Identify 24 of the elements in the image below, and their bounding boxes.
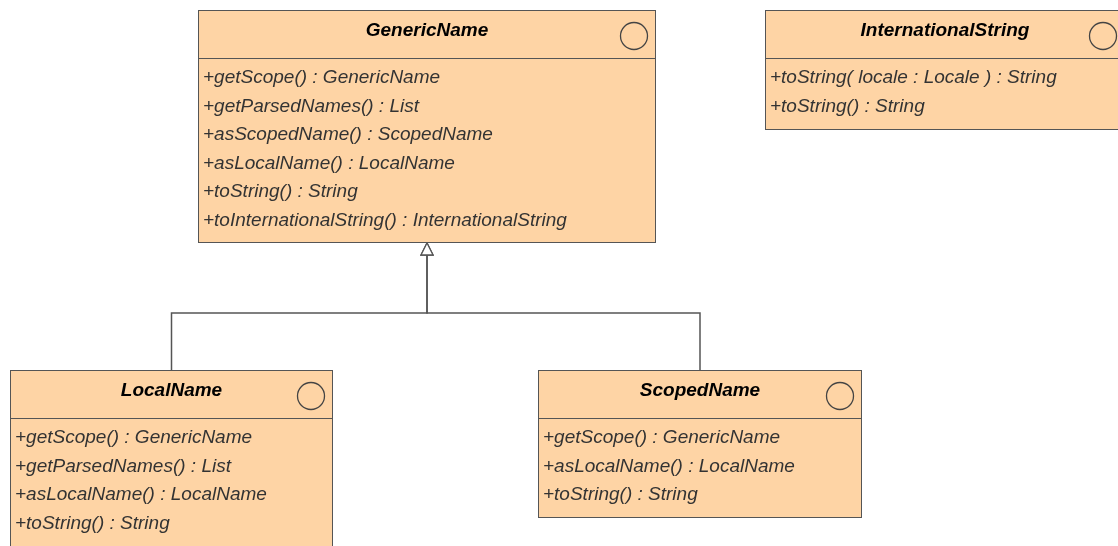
method-signature: +asLocalName() : LocalName — [543, 453, 795, 478]
class-box — [538, 370, 862, 518]
method-signature: +getScope() : GenericName — [203, 65, 441, 89]
method-signature: +getScope() : GenericName — [15, 425, 253, 449]
class-box — [198, 10, 656, 243]
method-signature: +toString() : String — [543, 482, 698, 506]
method-signature: +getScope() : GenericName — [543, 425, 781, 449]
class-name: InternationalString — [860, 19, 1030, 41]
method-signature: +toString() : String — [15, 510, 170, 535]
class-name: GenericName — [365, 19, 489, 41]
inheritance-arrow — [420, 242, 701, 371]
class-box — [10, 370, 333, 546]
method-signature: +asLocalName() : LocalName — [15, 482, 267, 506]
class-name: ScopedName — [639, 379, 761, 401]
method-signature: +getParsedNames() : List — [203, 93, 419, 118]
method-signature: +toString() : String — [203, 179, 358, 203]
method-signature: +getParsedNames() : List — [15, 453, 231, 478]
method-signature: +asLocalName() : LocalName — [203, 150, 455, 175]
class-name: LocalName — [120, 379, 223, 401]
method-signature: +toString() : String — [770, 93, 925, 118]
method-signature: +toInternationalString() : InternationalString — [203, 207, 567, 232]
class-box — [765, 10, 1118, 130]
method-signature: +toString( locale : Locale ) : String — [770, 65, 1057, 89]
method-signature: +asScopedName() : ScopedName — [203, 122, 493, 146]
